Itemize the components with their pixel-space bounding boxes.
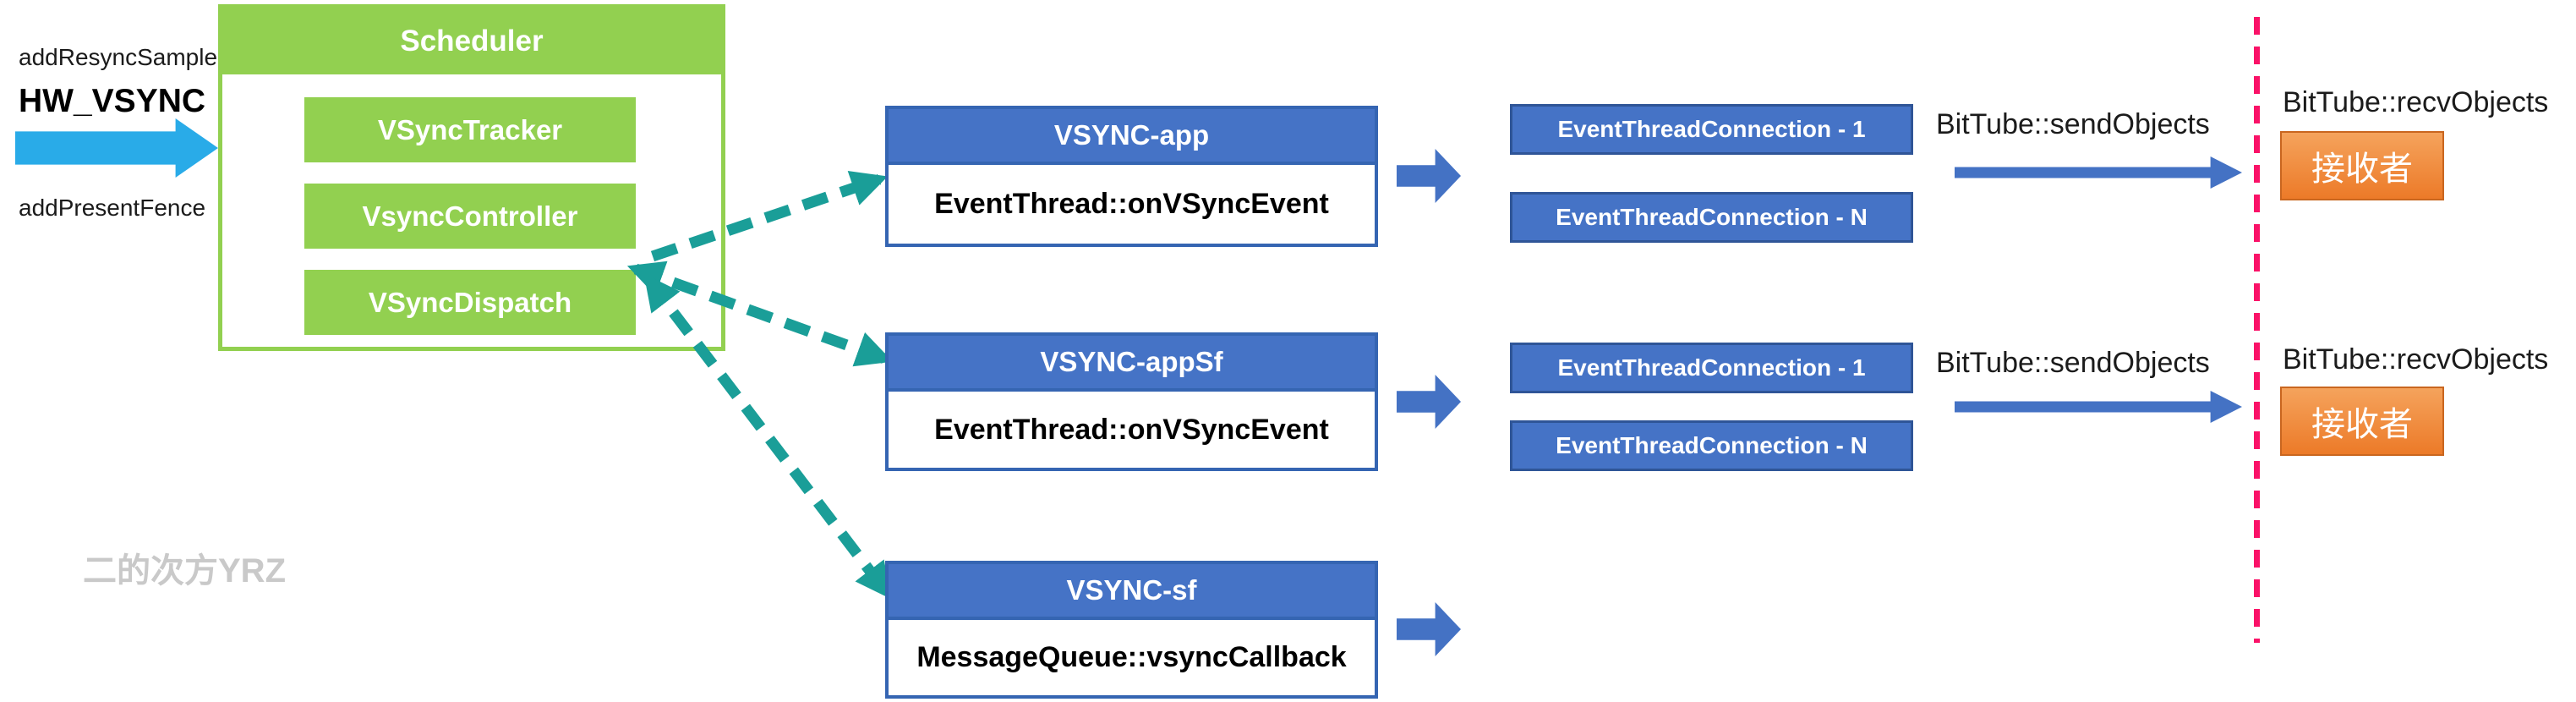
watermark-text: 二的次方YRZ: [83, 552, 286, 590]
vsync-appsf-out-arrow-icon: [1397, 375, 1461, 429]
vsync-dispatch-box: VSyncDispatch: [304, 270, 636, 335]
recv-objects-label-row1: BitTube::recvObjects: [2283, 86, 2549, 118]
send-objects-label-row1: BitTube::sendObjects: [1936, 108, 2210, 140]
event-thread-connection-1-row2: EventThreadConnection - 1: [1510, 343, 1913, 393]
vsync-sf-handler: MessageQueue::vsyncCallback: [916, 641, 1347, 673]
event-thread-connection-n-row1: EventThreadConnection - N: [1510, 192, 1913, 243]
add-present-fence-label: addPresentFence: [19, 195, 206, 221]
vsync-appsf-handler: EventThread::onVSyncEvent: [934, 413, 1329, 446]
vsync-sf-box: VSYNC-sf MessageQueue::vsyncCallback: [885, 561, 1378, 699]
send-objects-arrow-row1-icon: [1955, 156, 2242, 189]
vsync-appsf-title: VSYNC-appSf: [889, 336, 1375, 392]
scheduler-title: Scheduler: [222, 8, 721, 74]
process-boundary-divider: [2254, 17, 2260, 643]
send-objects-label-row2: BitTube::sendObjects: [1936, 347, 2210, 379]
scheduler-box: Scheduler VSyncTracker VsyncController V…: [218, 4, 725, 351]
event-thread-connection-1-row1: EventThreadConnection - 1: [1510, 104, 1913, 155]
vsync-tracker-box: VSyncTracker: [304, 97, 636, 162]
receiver-box-row1: 接收者: [2280, 131, 2444, 200]
event-thread-connection-n-row2: EventThreadConnection - N: [1510, 420, 1913, 471]
vsync-sf-out-arrow-icon: [1397, 602, 1461, 656]
vsync-controller-box: VsyncController: [304, 184, 636, 249]
hw-vsync-arrow-icon: [15, 118, 218, 178]
vsync-sf-title: VSYNC-sf: [889, 564, 1375, 620]
vsync-app-box: VSYNC-app EventThread::onVSyncEvent: [885, 106, 1378, 247]
hw-vsync-label: HW_VSYNC: [19, 83, 206, 119]
vsync-app-title: VSYNC-app: [889, 109, 1375, 165]
vsync-app-handler: EventThread::onVSyncEvent: [934, 188, 1329, 220]
vsync-appsf-box: VSYNC-appSf EventThread::onVSyncEvent: [885, 332, 1378, 471]
add-resync-sample-label: addResyncSample: [19, 44, 218, 70]
receiver-box-row2: 接收者: [2280, 387, 2444, 456]
send-objects-arrow-row2-icon: [1955, 391, 2242, 423]
vsync-app-out-arrow-icon: [1397, 149, 1461, 203]
recv-objects-label-row2: BitTube::recvObjects: [2283, 343, 2549, 376]
